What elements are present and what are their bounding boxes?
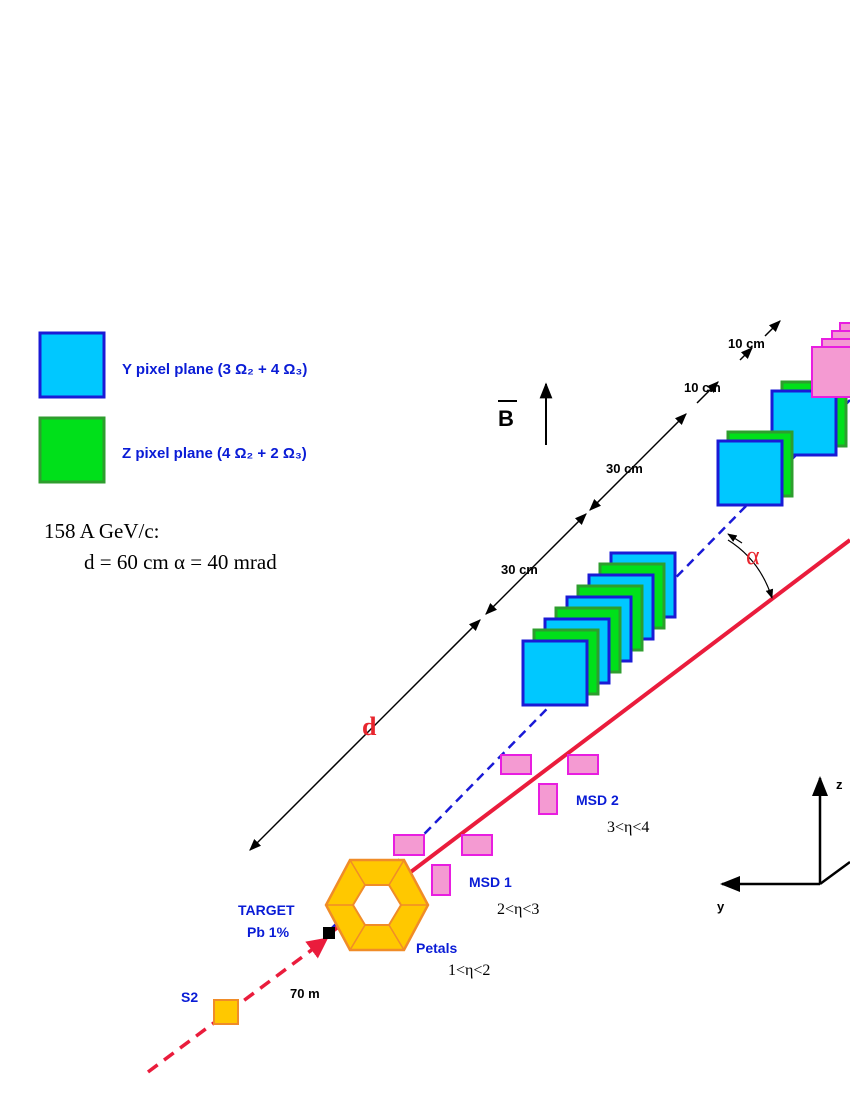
dimension-line-10a xyxy=(696,381,719,404)
dist-label-10a: 10 cm xyxy=(728,336,765,351)
target-material-label: Pb 1% xyxy=(247,924,290,940)
target-block xyxy=(323,927,335,939)
petals-detector xyxy=(324,858,430,952)
s2-label: S2 xyxy=(181,989,198,1005)
axis-x-line xyxy=(819,860,850,886)
alpha-arc-start xyxy=(727,533,743,544)
legend-y-plane-swatch xyxy=(38,331,106,399)
s2-detector xyxy=(213,999,239,1025)
dist-label-10b: 10 cm xyxy=(684,380,721,395)
dist-label-30a: 30 cm xyxy=(606,461,643,476)
dimension-line-30a xyxy=(485,513,587,615)
petals-eta-label: 1<η<2 xyxy=(448,962,490,979)
legend-z-plane-label: Z pixel plane (4 Ω₂ + 2 Ω₃) xyxy=(122,445,307,462)
msd2-eta-label: 3<η<4 xyxy=(607,819,649,836)
pixel-telescope-2 xyxy=(716,380,848,507)
msd1-label: MSD 1 xyxy=(469,874,512,890)
beam-outgoing xyxy=(328,538,850,935)
petals-label: Petals xyxy=(416,940,457,956)
dimension-line-30b xyxy=(589,413,687,511)
msd2-label: MSD 2 xyxy=(576,792,619,808)
target-label: TARGET xyxy=(238,902,295,918)
d-label: d xyxy=(362,712,377,741)
dimension-line-d xyxy=(249,619,481,851)
energy-label: 158 A GeV/c: xyxy=(44,519,160,543)
axis-y-label: y xyxy=(717,899,725,914)
dist-label-30b: 30 cm xyxy=(501,562,538,577)
legend-z-plane-swatch xyxy=(38,416,106,484)
pink-detector-stack xyxy=(811,322,850,398)
dist-label-70: 70 m xyxy=(290,986,320,1001)
dimension-line-10c xyxy=(764,320,781,337)
pixel-telescope-1 xyxy=(521,551,677,707)
params-label: d = 60 cm α = 40 mrad xyxy=(84,550,277,574)
axis-z-label: z xyxy=(836,777,843,792)
b-field-label: B xyxy=(498,406,514,431)
legend-y-plane-label: Y pixel plane (3 Ω₂ + 4 Ω₃) xyxy=(122,361,307,378)
alpha-arc xyxy=(727,539,774,599)
msd2-detector xyxy=(500,754,599,815)
alpha-label: α xyxy=(746,541,760,570)
msd1-eta-label: 2<η<3 xyxy=(497,901,539,918)
dimension-line-10b xyxy=(739,347,753,361)
msd1-detector xyxy=(393,834,493,896)
